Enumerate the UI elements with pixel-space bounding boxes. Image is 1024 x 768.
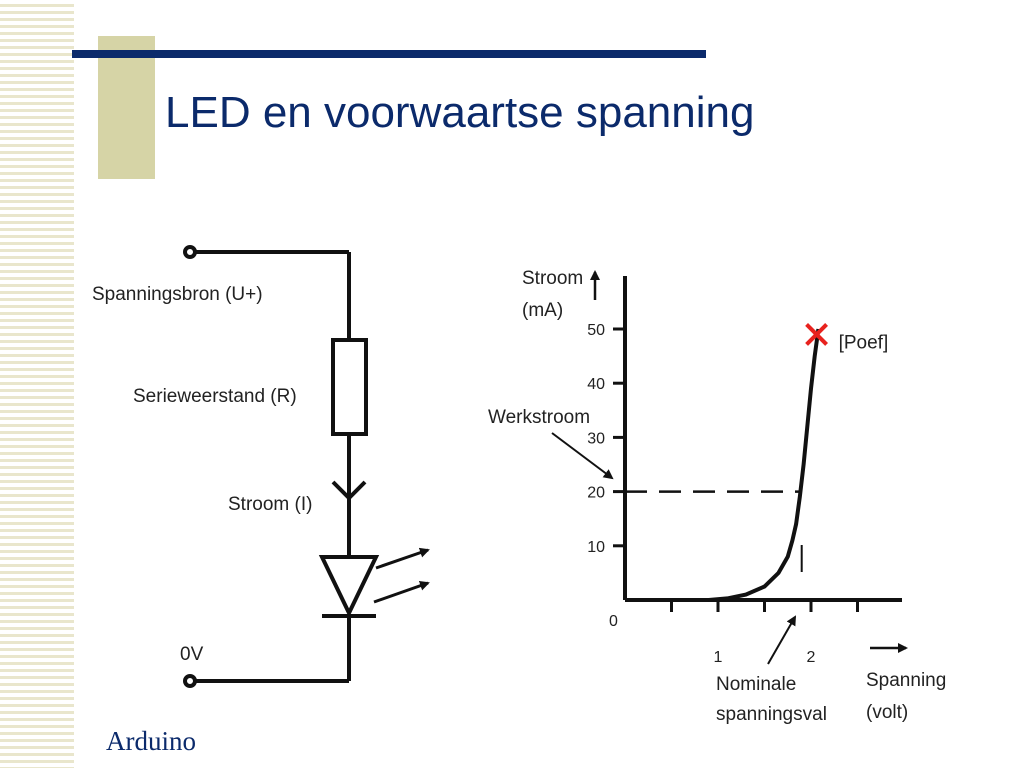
- y-axis-unit: (mA): [522, 300, 563, 321]
- resistor-symbol: [331, 338, 368, 436]
- y-axis-label: Stroom: [522, 268, 583, 289]
- working-current-label: Werkstroom: [488, 407, 590, 428]
- slide-title: LED en voorwaartse spanning: [165, 88, 755, 137]
- y-tick-label: 40: [587, 376, 605, 393]
- led-diode-symbol: [318, 555, 380, 618]
- ground-label: 0V: [180, 644, 204, 665]
- nominal-label-line1: Nominale: [716, 674, 796, 695]
- y-tick-label: 30: [587, 430, 605, 447]
- x-axis-unit: (volt): [866, 702, 908, 723]
- working-current-pointer-arrow-icon: [551, 432, 614, 480]
- light-emission-arrow-icon: [375, 547, 430, 570]
- y-ticks: 10 20 30 40 50: [587, 322, 625, 556]
- ground-terminal: [183, 674, 197, 688]
- current-arrow: [331, 480, 367, 501]
- source-terminal: [183, 245, 197, 259]
- source-label: Spanningsbron (U+): [92, 284, 263, 305]
- title-accent-block: [98, 36, 155, 179]
- y-tick-label: 10: [587, 539, 605, 556]
- x-tick-label: 1: [714, 649, 723, 666]
- title-underline-bar: [72, 50, 706, 58]
- failure-x-icon: [805, 323, 828, 346]
- iv-chart: Stroom (mA) Spanning (volt) 0 10 20 30 40 50…: [488, 268, 946, 725]
- left-decorative-stripes: [0, 0, 74, 768]
- iv-curve: [708, 328, 821, 602]
- x-axis-label: Spanning: [866, 670, 946, 691]
- footer-label: Arduino: [106, 726, 196, 756]
- y-tick-label: 50: [587, 322, 605, 339]
- origin-label: 0: [609, 613, 618, 630]
- nominal-label-line2: spanningsval: [716, 704, 827, 725]
- current-label: Stroom (I): [228, 494, 312, 515]
- y-tick-label: 20: [587, 485, 605, 502]
- failure-label: [Poef]: [839, 332, 889, 353]
- x-tick-label: 2: [807, 649, 816, 666]
- circuit: Spanningsbron (U+) Serieweerstand (R) St…: [92, 245, 430, 688]
- resistor-label: Serieweerstand (R): [133, 386, 297, 407]
- nominal-pointer-arrow-icon: [767, 615, 796, 665]
- light-emission-arrow-icon: [373, 580, 430, 604]
